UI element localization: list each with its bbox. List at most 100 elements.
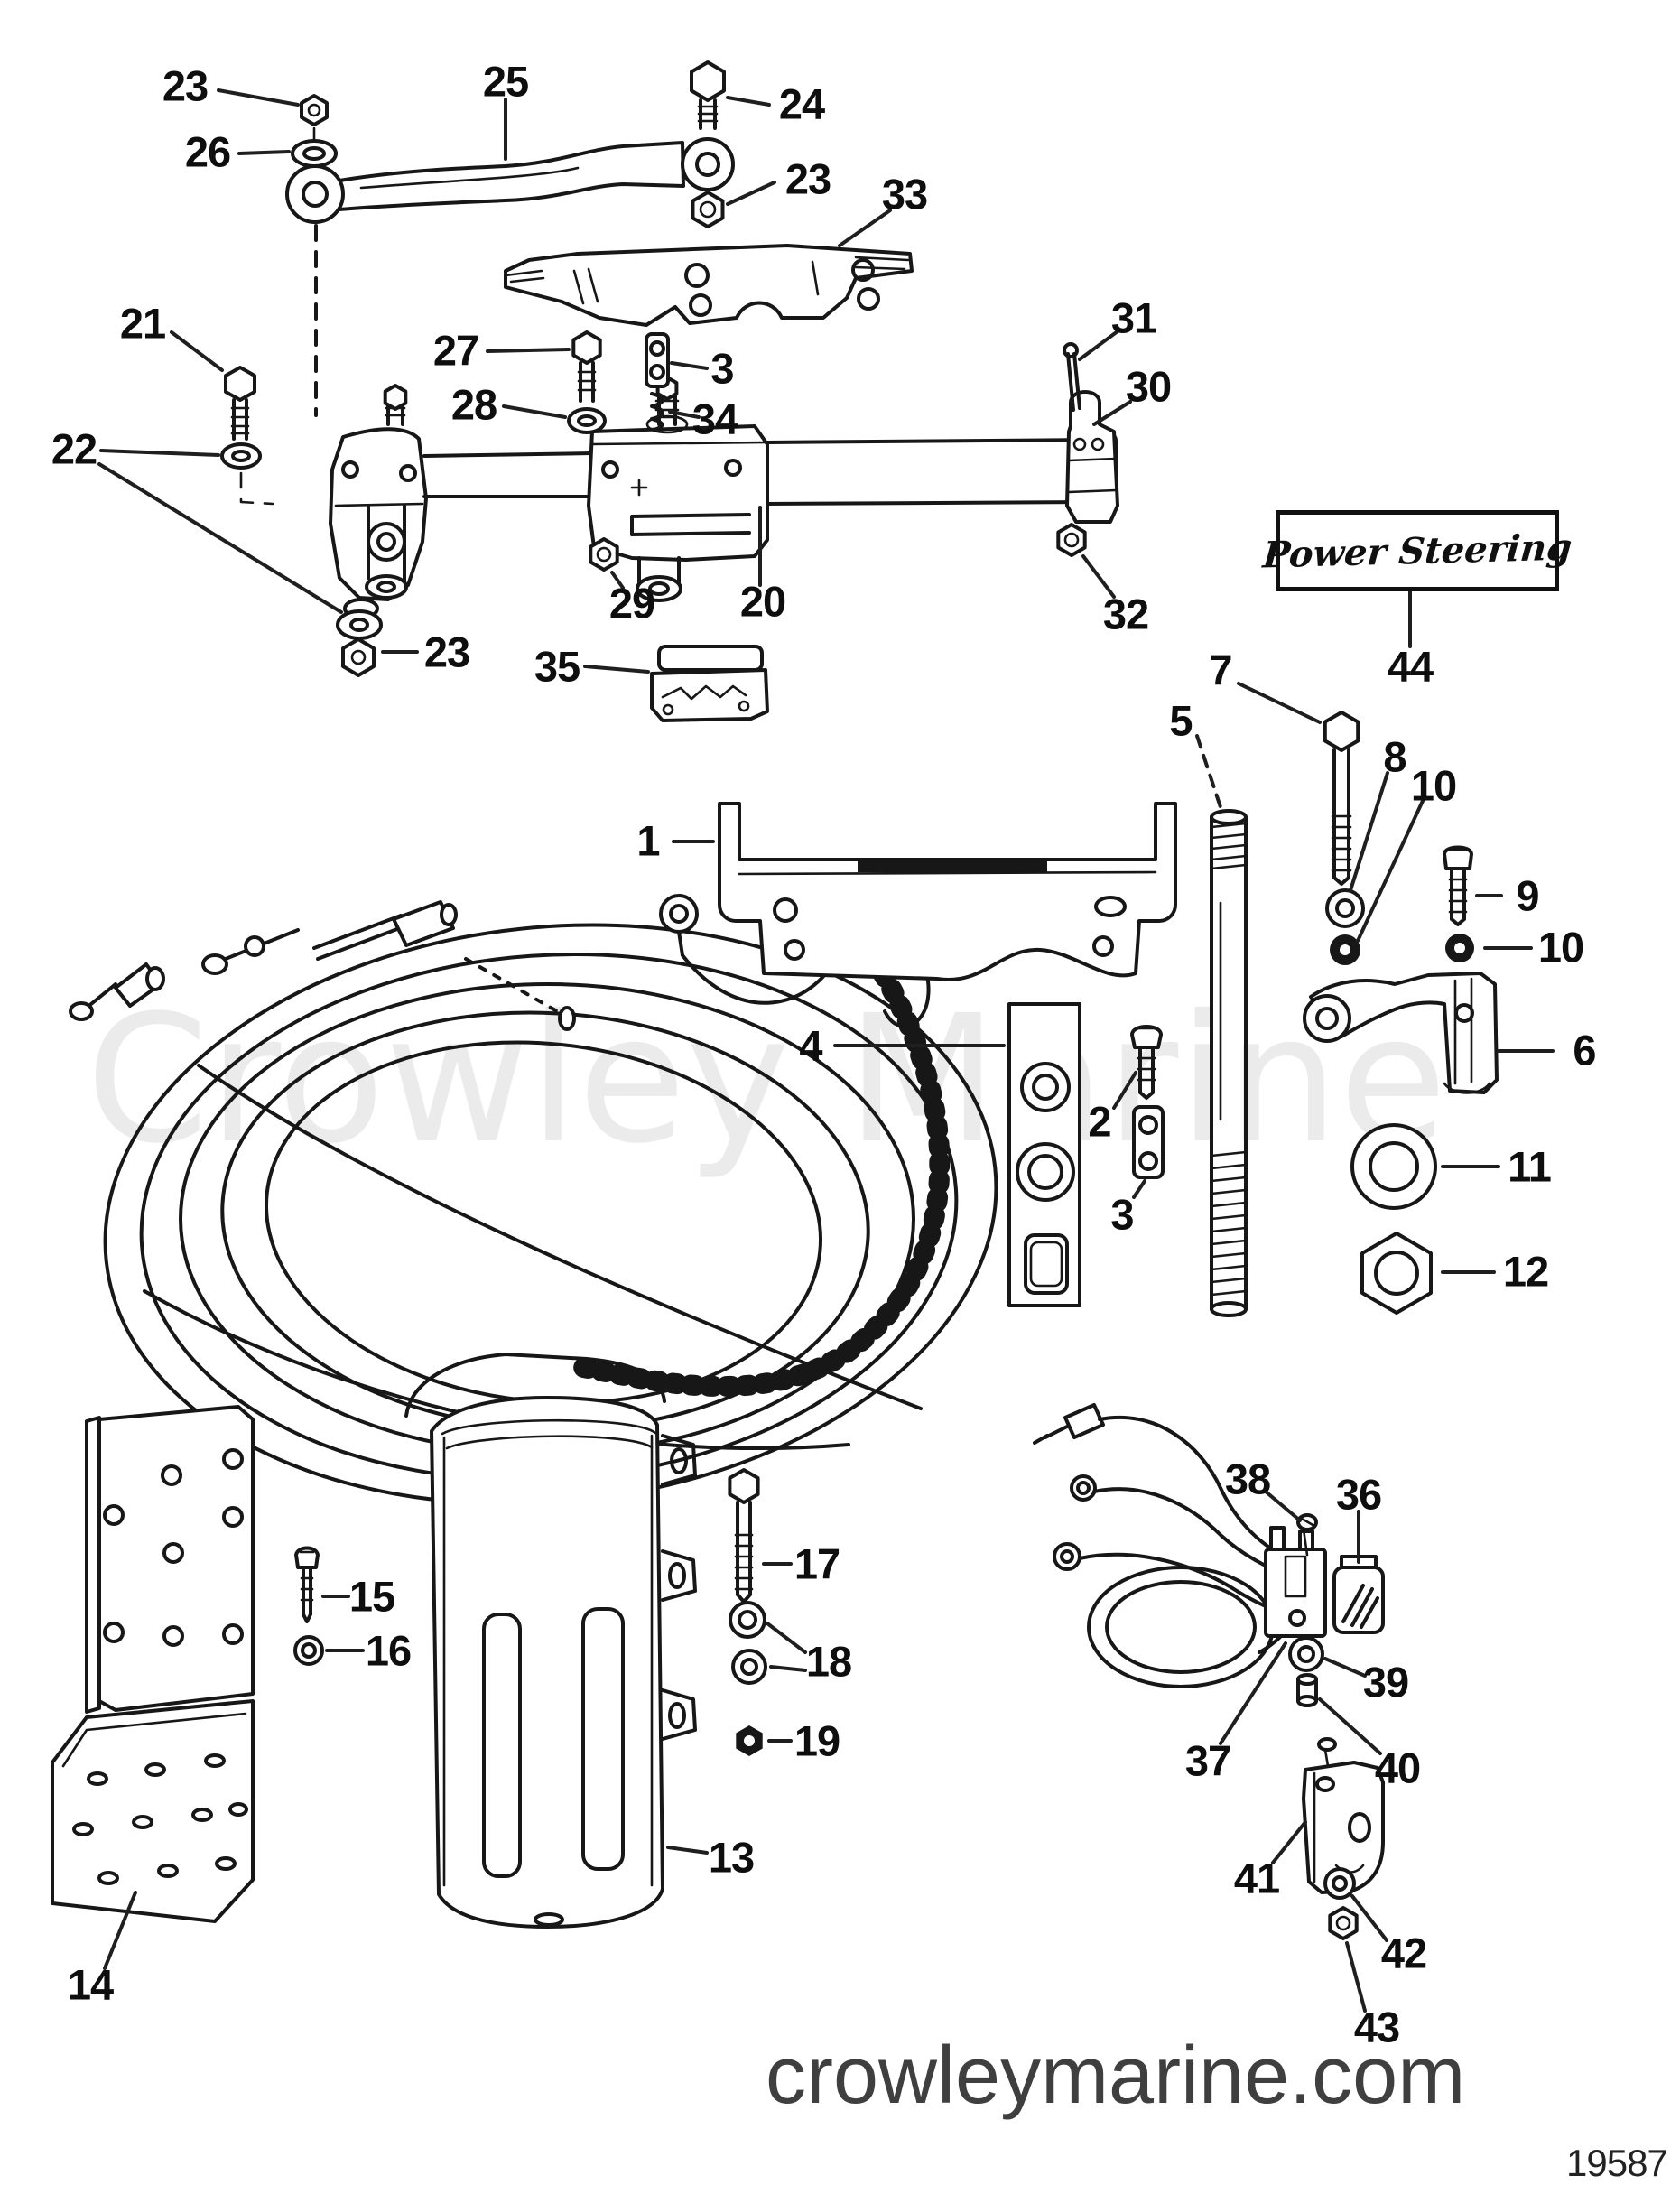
- leader-line-5: [1195, 734, 1222, 809]
- callout-30: 30: [1125, 362, 1172, 411]
- callout-14: 14: [67, 1960, 114, 2009]
- callout-28: 28: [450, 380, 497, 429]
- washer-8: [1325, 888, 1365, 928]
- stud-5: [1210, 809, 1248, 1317]
- callout-34: 34: [691, 395, 738, 443]
- bolt-27: [571, 330, 602, 365]
- nut-12: [1360, 1232, 1433, 1315]
- cylinder-tube-20: [766, 438, 1096, 506]
- leader-line-2: [1112, 1071, 1137, 1110]
- leader-line-37: [1219, 1641, 1287, 1745]
- callout-22: 22: [51, 424, 97, 473]
- leader-line-22: [99, 449, 220, 457]
- callout-10: 10: [1410, 761, 1457, 810]
- callout-41: 41: [1233, 1854, 1280, 1902]
- cotter-pin-31: [1066, 352, 1081, 412]
- callout-21: 21: [119, 299, 166, 348]
- leader-line-38: [1264, 1490, 1302, 1522]
- small-fasteners-left: [293, 1468, 767, 1756]
- relay-36: [1332, 1555, 1385, 1634]
- washer-18a: [729, 1601, 766, 1639]
- fastener-cluster-right: [718, 711, 1499, 1317]
- callout-3: 3: [710, 344, 734, 393]
- callout-19: 19: [794, 1716, 840, 1765]
- callout-35: 35: [534, 642, 580, 691]
- callout-25: 25: [482, 57, 529, 106]
- nut-23b: [691, 191, 725, 228]
- leader-line-23: [217, 88, 300, 107]
- rubber-mount-35: [650, 645, 769, 722]
- bolt-21: [224, 366, 256, 402]
- nut-43: [1328, 1906, 1359, 1940]
- cylinder-center-block: [587, 424, 769, 562]
- document-number: 19587: [1566, 2142, 1668, 2184]
- washer-22a: [220, 442, 262, 470]
- swivel-block: [329, 427, 428, 601]
- wiring-harness-group: [1033, 1403, 1385, 1940]
- leader-lines: [97, 88, 1555, 2013]
- decal-text: Power Steering: [1261, 525, 1573, 577]
- callout-9: 9: [1516, 871, 1539, 920]
- leader-line-34: [668, 410, 701, 419]
- steering-cylinder-assembly: [220, 330, 1119, 722]
- leader-line-18: [766, 1622, 807, 1654]
- spacer-40: [1296, 1673, 1318, 1707]
- washer-11: [1350, 1123, 1437, 1210]
- callout-1: 1: [636, 816, 660, 865]
- callout-12: 12: [1502, 1247, 1549, 1296]
- leader-line-18: [769, 1665, 807, 1672]
- callout-13: 13: [708, 1833, 755, 1882]
- nut-23c: [341, 637, 376, 677]
- washer-39: [1288, 1636, 1324, 1672]
- callout-5: 5: [1169, 696, 1193, 745]
- callout-33: 33: [881, 170, 928, 218]
- callout-8: 8: [1383, 732, 1406, 781]
- callout-17: 17: [794, 1539, 840, 1588]
- leader-line-13: [666, 1846, 709, 1855]
- leader-line-35: [583, 665, 650, 674]
- callout-36: 36: [1335, 1470, 1382, 1519]
- callout-6: 6: [1573, 1026, 1596, 1074]
- washer-42: [1323, 1867, 1356, 1900]
- washer-18b: [731, 1649, 767, 1685]
- callout-23: 23: [162, 61, 209, 110]
- callout-31: 31: [1110, 293, 1157, 342]
- callout-15: 15: [348, 1572, 395, 1621]
- callout-40: 40: [1374, 1743, 1421, 1792]
- leader-line-33: [838, 209, 892, 247]
- hydraulic-fittings: [69, 894, 931, 1031]
- leader-line-42: [1350, 1894, 1388, 1942]
- callout-42: 42: [1380, 1929, 1427, 1977]
- callout-27: 27: [432, 326, 479, 375]
- screw-2: [1130, 1025, 1163, 1049]
- bolt-24: [690, 60, 726, 102]
- leader-line-31: [1078, 330, 1119, 361]
- clamp-block-30: [1065, 390, 1119, 524]
- callout-37: 37: [1184, 1736, 1231, 1785]
- callout-10: 10: [1537, 923, 1584, 972]
- callout-11: 11: [1508, 1142, 1552, 1191]
- leader-line-40: [1318, 1697, 1382, 1755]
- leader-line-21: [170, 330, 224, 372]
- callout-16: 16: [365, 1626, 412, 1675]
- bolt-17: [728, 1468, 760, 1504]
- callout-29: 29: [608, 579, 655, 628]
- bracket-41: [1302, 1737, 1385, 1894]
- callout-38: 38: [1224, 1455, 1271, 1503]
- leader-line-41: [1271, 1820, 1307, 1864]
- leader-line-22: [97, 462, 343, 614]
- gasket-plate-4: [1007, 1002, 1081, 1307]
- callout-7: 7: [1209, 646, 1232, 694]
- leader-line-24: [726, 96, 771, 107]
- leader-line-26: [237, 150, 291, 155]
- leader-line-39: [1323, 1657, 1367, 1678]
- callout-44: 44: [1387, 642, 1434, 691]
- leader-line-30: [1092, 400, 1132, 426]
- transom-bracket-1: [718, 802, 1177, 982]
- washer-28: [567, 407, 607, 434]
- leader-line-43: [1345, 1941, 1367, 2013]
- mounting-bracket-plate: [51, 1405, 255, 1923]
- solenoid-37: [1264, 1526, 1327, 1638]
- spring-34: [650, 392, 664, 432]
